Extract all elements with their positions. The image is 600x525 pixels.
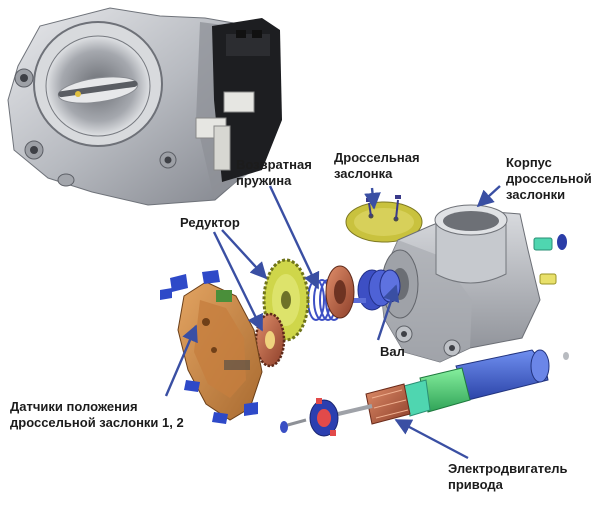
gear-sector-copper <box>325 265 355 319</box>
label-shaft: Вал <box>380 344 405 359</box>
throttle-body-housing <box>379 204 541 363</box>
leader-arrows <box>164 185 501 460</box>
label-throttle-plate: Дроссельная заслонка <box>334 150 420 181</box>
assembled-throttle-body <box>7 7 282 206</box>
label-throttle-body: Корпус дроссельной заслонки <box>506 155 592 202</box>
label-position-sensors: Датчики положения дроссельной заслонки 1… <box>10 399 184 430</box>
drive-motor <box>280 349 550 437</box>
sensor-clips <box>160 270 258 424</box>
label-gearbox: Редуктор <box>180 215 240 230</box>
connector-parts <box>533 234 569 360</box>
gear-copper-small <box>254 312 286 368</box>
label-return-spring: Возвратная пружина <box>236 157 312 188</box>
label-drive-motor: Электродвигатель привода <box>448 461 568 492</box>
